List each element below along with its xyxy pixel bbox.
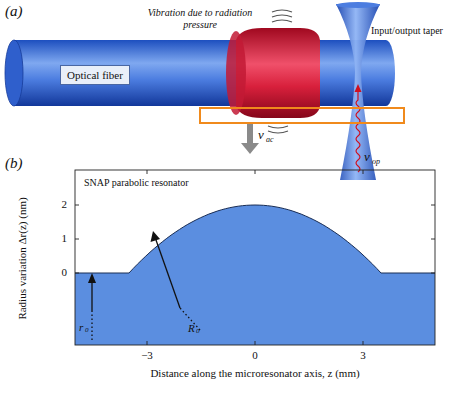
vibration-marks [268, 10, 292, 133]
label: ν [364, 150, 370, 163]
axis-title: Radius variation Δr(z) (nm) [17, 197, 28, 319]
zoom-arrow [241, 124, 259, 154]
label: r [79, 322, 83, 333]
label: 0 [85, 327, 89, 334]
label: (b) [5, 156, 23, 171]
r0-arrow [88, 273, 96, 340]
label: op [372, 158, 380, 166]
wave-arrowhead [355, 84, 362, 92]
label: −3 [141, 350, 153, 361]
label: 0 [196, 328, 200, 335]
R0-arrow [151, 231, 201, 330]
label: R [188, 323, 195, 334]
resonator-profile [75, 205, 435, 345]
label: ac [266, 136, 274, 144]
optical-fiber [5, 40, 395, 106]
plot-frame [75, 170, 435, 345]
label: Distance along the microresonator axis, … [150, 368, 359, 379]
profile-outline [75, 205, 435, 273]
label: 0 [252, 350, 258, 361]
axis-ticks [75, 170, 435, 345]
resonator-bulge [226, 28, 320, 118]
light-wave [356, 88, 360, 172]
node-text: Optical fiber [67, 69, 123, 81]
label: ν [258, 128, 264, 141]
label: 2 [62, 199, 68, 210]
label: 0 [62, 267, 68, 278]
highlight-box [200, 108, 404, 123]
label-box: Optical fiber [60, 65, 130, 85]
label: Input/output taper [371, 26, 443, 36]
label: Vibration due to radiation pressure [145, 7, 255, 30]
label: 3 [360, 350, 366, 361]
taper-top [336, 2, 380, 8]
label: SNAP parabolic resonator [84, 178, 189, 188]
label: (a) [5, 4, 23, 19]
label: 1 [62, 233, 68, 244]
